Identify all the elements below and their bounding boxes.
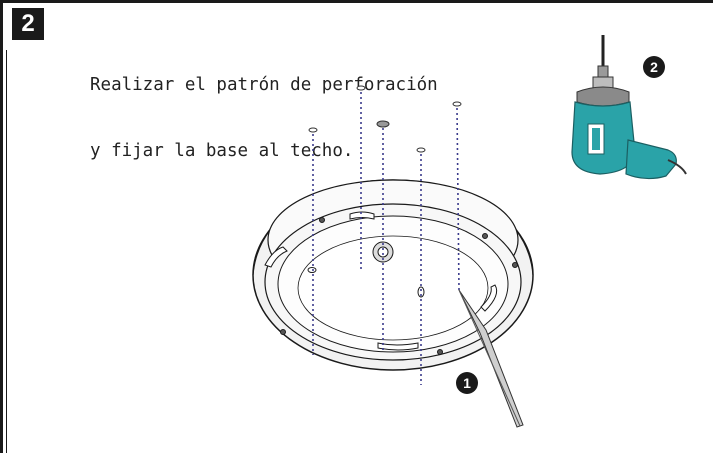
ceiling-base-icon bbox=[252, 179, 534, 371]
pencil-icon bbox=[458, 289, 524, 428]
callout-pencil: 1 bbox=[456, 372, 478, 394]
drill-icon bbox=[571, 35, 687, 180]
instruction-line-2: y fijar la base al techo. bbox=[90, 141, 354, 161]
panel-top-border bbox=[0, 0, 713, 3]
drill-guide-lines bbox=[312, 92, 460, 385]
panel-inner-border bbox=[6, 50, 7, 453]
panel-left-border bbox=[0, 0, 3, 453]
instruction-text: Realizar el patrón de perforación y fija… bbox=[90, 30, 438, 206]
instruction-line-1: Realizar el patrón de perforación bbox=[90, 75, 438, 95]
ceiling-anchor-marks bbox=[308, 85, 462, 153]
callout-drill: 2 bbox=[643, 56, 665, 78]
step-number-badge: 2 bbox=[12, 8, 44, 40]
